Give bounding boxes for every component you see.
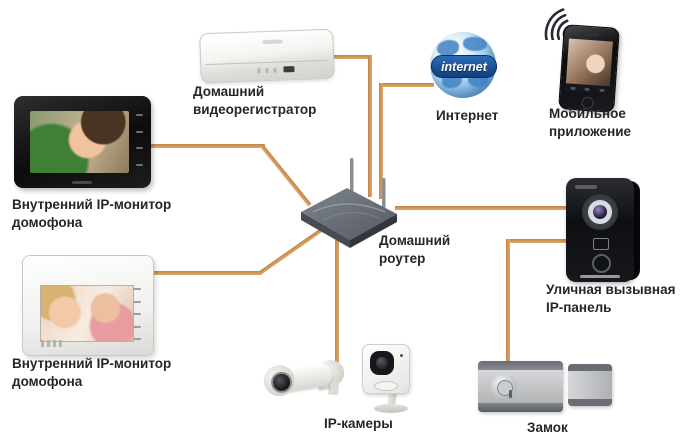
phone-screen: [565, 38, 613, 87]
label-monitor-bottom: Внутренний IP-монитор домофона: [12, 356, 172, 389]
smartphone-device: [558, 24, 620, 113]
router-side-face: [350, 214, 397, 248]
monitor-screen: [40, 285, 134, 342]
card-reader-icon: [593, 238, 609, 250]
dvr-led: [273, 67, 277, 73]
label-ip-cameras: IP-камеры: [324, 416, 393, 431]
router-top-face: [301, 188, 397, 240]
panel-camera: [582, 194, 618, 230]
indoor-monitor-black-device: [14, 96, 151, 188]
monitor-touch-keys: [136, 114, 144, 166]
dvr-led: [265, 67, 269, 74]
label-router: Домашний роутер: [379, 233, 451, 266]
camera-speaker: [374, 381, 398, 391]
cable-lock-v: [506, 239, 510, 365]
label-internet: Интернет: [436, 108, 499, 123]
camera-led: [400, 354, 403, 357]
label-dvr: Домашний видеорегистратор: [193, 84, 317, 117]
keyhole: [509, 390, 512, 398]
cable-monitor-top-h: [147, 144, 265, 148]
cable-internet-h: [382, 83, 434, 87]
cable-camera-v: [335, 240, 339, 366]
phone-earpiece: [584, 32, 599, 37]
camera-base: [374, 404, 408, 413]
panel-camera-lens: [593, 205, 607, 219]
dvr-led: [257, 68, 261, 74]
router-front-face: [301, 212, 350, 248]
monitor-speaker-dots: [41, 340, 65, 347]
monitor-touch-keys: [133, 288, 143, 340]
camera-lens: [370, 351, 394, 375]
camera-lens: [269, 370, 294, 395]
router-antenna: [382, 178, 386, 212]
bullet-camera-device: [259, 346, 353, 415]
label-monitor-top: Внутренний IP-монитор домофона: [12, 197, 172, 230]
dvr-ridge: [205, 59, 328, 66]
cable-internet-v: [379, 83, 383, 199]
electric-lock-device: [478, 361, 563, 412]
panel-call-button: [592, 254, 611, 273]
router-device: [301, 158, 397, 248]
dvr-device: [199, 28, 335, 84]
dvr-usb-port: [283, 66, 295, 73]
door-station-device: [566, 178, 634, 282]
router-antenna: [350, 158, 354, 192]
label-door-panel: Уличная вызывная IP-панель: [546, 282, 676, 315]
phone-controls: [565, 83, 610, 95]
panel-logo: [575, 185, 597, 189]
indoor-monitor-white-device: [22, 255, 154, 356]
monitor-screen: [30, 111, 129, 173]
cable-monitor-bottom-h: [150, 271, 262, 275]
camera-body: [362, 344, 410, 394]
panel-bottom-strip: [580, 275, 620, 278]
cable-nvr-v: [368, 55, 372, 197]
lock-cylinder: [491, 374, 517, 400]
cube-camera-device: [362, 340, 410, 416]
label-lock: Замок: [527, 420, 568, 435]
cable-lock-h: [506, 239, 571, 243]
cable-nvr-h: [330, 55, 372, 59]
monitor-logo: [72, 181, 92, 184]
label-mobile-app: Мобильное приложение: [549, 106, 632, 139]
internet-badge: internet: [431, 55, 497, 78]
dvr-logo: [262, 39, 283, 45]
lock-strike-plate: [568, 364, 612, 406]
cable-panel-h: [395, 206, 571, 210]
